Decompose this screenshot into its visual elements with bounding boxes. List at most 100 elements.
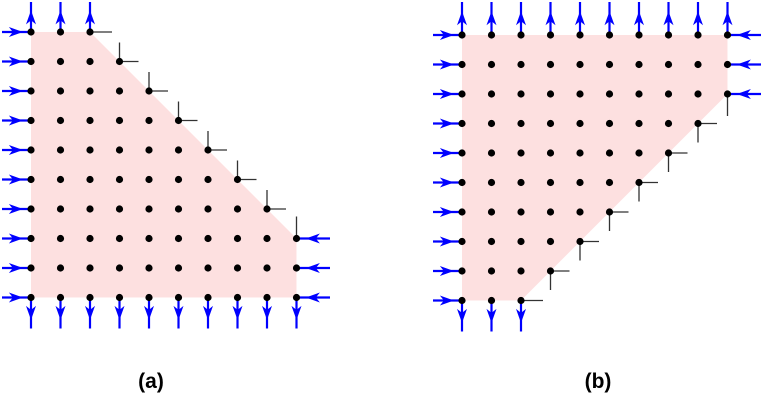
grid-node (605, 208, 614, 216)
inflow-arrow-right-head (8, 233, 23, 244)
grid-node (145, 116, 153, 125)
grid-node (56, 116, 65, 125)
grid-node (204, 293, 212, 302)
grid-node (664, 60, 673, 69)
grid-node (546, 237, 555, 246)
grid-node (517, 237, 525, 246)
outflow-arrow-up-head (516, 11, 526, 26)
grid-node (635, 149, 643, 157)
grid-node (115, 264, 124, 272)
grid-node (605, 119, 614, 128)
grid-node (145, 205, 153, 213)
outflow-arrow-down-head (144, 305, 154, 320)
outflow-arrow-up-head (604, 11, 615, 26)
outflow-arrow-up-head (663, 11, 674, 26)
grid-node (86, 205, 94, 213)
outflow-arrow-down-head (203, 305, 213, 320)
grid-node (635, 178, 643, 187)
grid-node (56, 87, 65, 95)
outflow-arrow-up-head (26, 10, 36, 25)
outflow-arrow-up-head (545, 11, 556, 26)
grid-node (576, 90, 584, 98)
grid-node (27, 293, 35, 302)
grid-node (546, 178, 555, 187)
inflow-arrow-left-head (305, 292, 320, 303)
grid-node (723, 60, 732, 69)
grid-node (204, 146, 212, 154)
grid-node (487, 90, 496, 98)
inflow-arrow-right-head (8, 292, 23, 303)
grid-node (458, 296, 466, 305)
grid-node (635, 119, 643, 128)
grid-node (27, 28, 35, 36)
grid-node (145, 293, 153, 302)
region-a (31, 32, 297, 298)
panel-a-label: (a) (138, 370, 164, 393)
grid-node (86, 175, 94, 184)
grid-node (487, 296, 496, 305)
panel-b-label: (b) (584, 370, 612, 393)
outflow-arrow-up-head (457, 11, 467, 26)
grid-node (576, 237, 584, 246)
inflow-arrow-right-head (439, 59, 454, 70)
outflow-arrow-down-head (55, 305, 66, 320)
grid-node (174, 175, 183, 184)
grid-node (605, 60, 614, 69)
outflow-arrow-down-head (114, 305, 125, 320)
grid-node (56, 146, 65, 154)
grid-node (576, 208, 584, 216)
outflow-arrow-down-head (262, 305, 272, 320)
outflow-arrow-down-head (85, 305, 95, 320)
grid-node (204, 175, 212, 184)
inflow-arrow-left-head (305, 233, 320, 244)
grid-node (517, 267, 525, 275)
grid-node (487, 60, 496, 69)
grid-node (487, 267, 496, 275)
inflow-arrow-left-head (736, 89, 751, 99)
grid-node (546, 31, 555, 39)
grid-node (517, 31, 525, 39)
grid-node (115, 116, 124, 125)
grid-node (27, 57, 35, 66)
inflow-arrow-right-head (8, 86, 23, 96)
grid-node (263, 293, 271, 302)
grid-node (204, 205, 212, 213)
grid-node (27, 87, 35, 95)
outflow-arrow-down-head (26, 305, 36, 320)
grid-node (487, 31, 496, 39)
inflow-arrow-right-head (439, 295, 454, 306)
grid-node (517, 296, 525, 305)
grid-node (86, 234, 94, 243)
grid-node (458, 60, 466, 69)
outflow-arrow-down-head (486, 308, 497, 323)
outflow-arrow-up-head (693, 11, 703, 26)
outflow-arrow-down-head (457, 308, 467, 323)
grid-node (56, 234, 65, 243)
grid-node (56, 175, 65, 184)
grid-node (233, 264, 242, 272)
grid-node (517, 178, 525, 187)
inflow-arrow-left-head (736, 30, 751, 40)
grid-node (458, 119, 466, 128)
grid-node (86, 28, 94, 36)
grid-node (292, 234, 301, 243)
grid-node (664, 149, 673, 157)
grid-node (27, 205, 35, 213)
grid-node (115, 234, 124, 243)
grid-node (546, 90, 555, 98)
grid-node (664, 31, 673, 39)
grid-node (86, 293, 94, 302)
grid-node (605, 149, 614, 157)
grid-node (86, 146, 94, 154)
inflow-arrow-right-head (8, 174, 23, 185)
grid-node (576, 119, 584, 128)
grid-node (292, 264, 301, 272)
grid-node (517, 208, 525, 216)
outflow-arrow-down-head (232, 305, 243, 320)
grid-node (115, 205, 124, 213)
grid-node (605, 90, 614, 98)
grid-node (458, 178, 466, 187)
grid-node (263, 234, 271, 243)
grid-node (115, 57, 124, 66)
